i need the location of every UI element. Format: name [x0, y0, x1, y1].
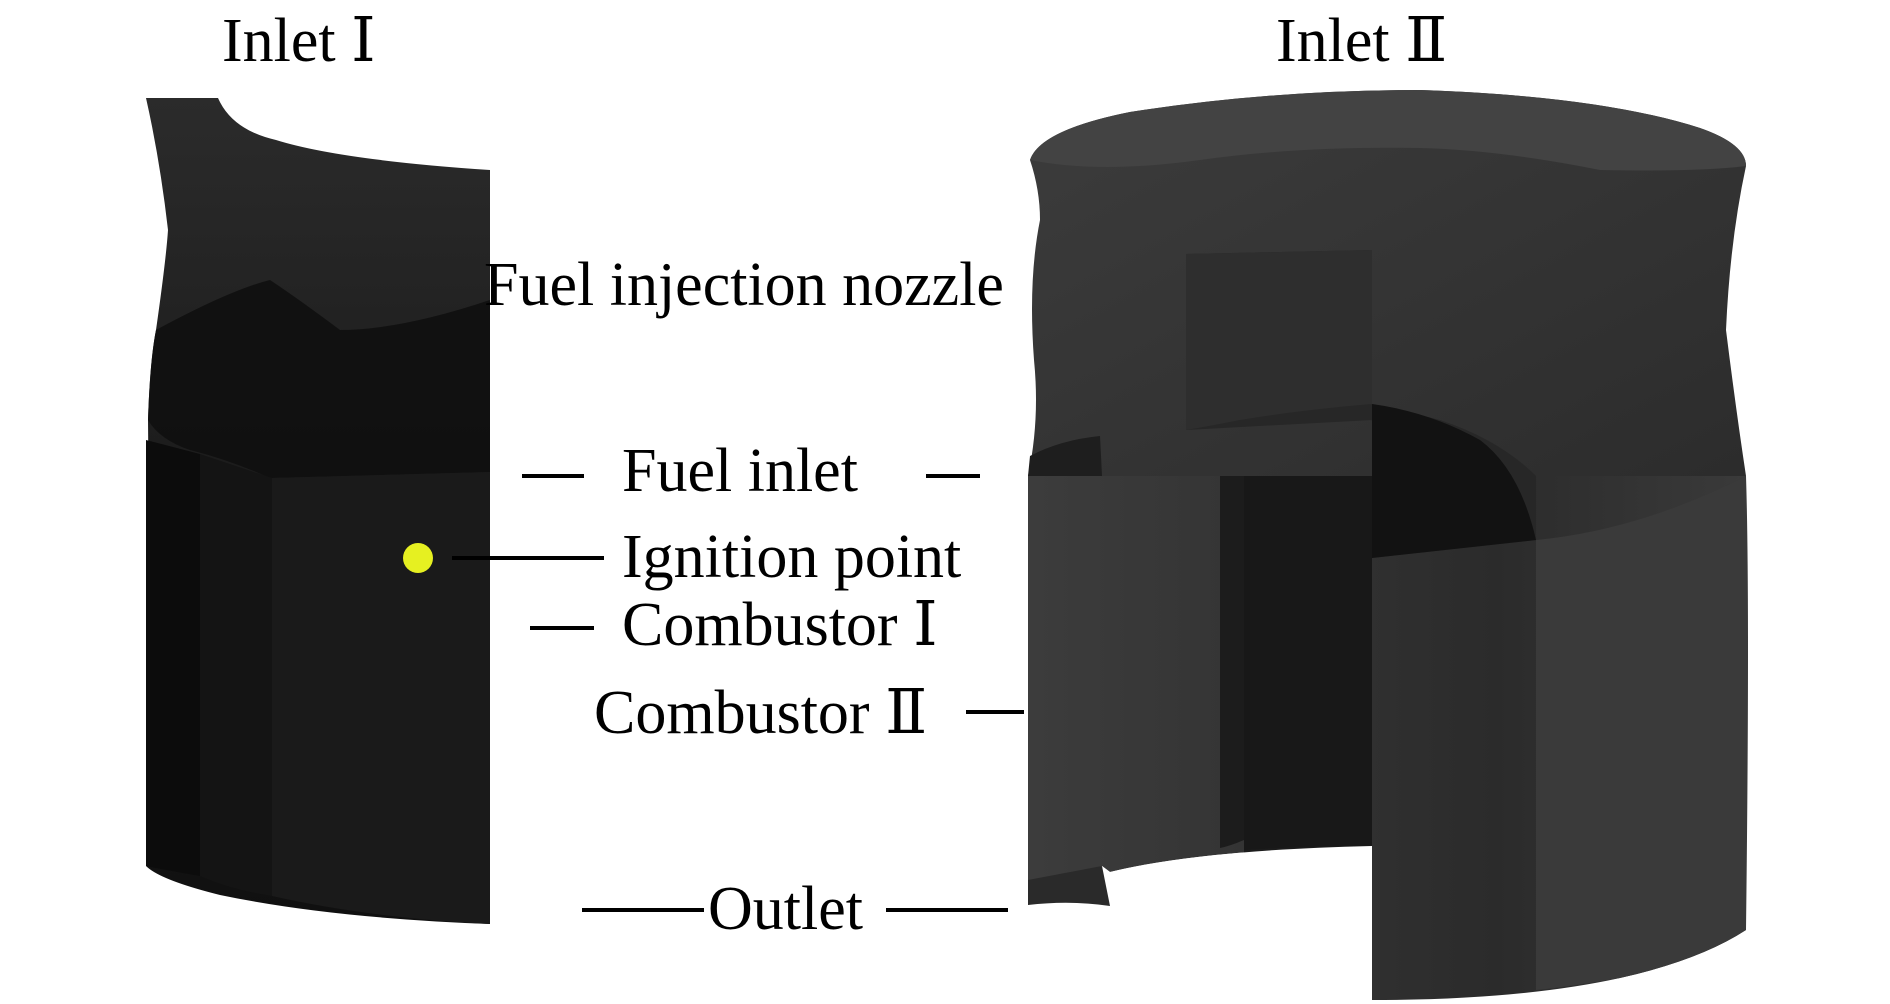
- outlet-label: Outlet: [708, 875, 863, 943]
- combustor-1-label: Combustor Ⅰ: [622, 591, 938, 659]
- ignition-point-marker: [403, 543, 433, 573]
- left-right-panel: [272, 472, 490, 924]
- inner-cut-shadow: [1372, 404, 1536, 558]
- inner-cut-face: [1186, 250, 1372, 430]
- outlet-lip: [1028, 866, 1110, 906]
- left-lower-panel: [200, 454, 272, 896]
- fuel-inlet-wedge: [1028, 436, 1102, 476]
- right-combustor-cylinder: [1028, 90, 1748, 1004]
- inlet-2-title: Inlet Ⅱ: [1276, 7, 1448, 75]
- fuel-inlet-label: Fuel inlet: [622, 437, 858, 505]
- right-side: [1536, 476, 1746, 990]
- combustor-2-label: Combustor Ⅱ: [594, 679, 928, 747]
- leader-lines: [452, 474, 1024, 912]
- fuel-injection-nozzle-label: Fuel injection nozzle: [484, 251, 1004, 319]
- left-combustor-section: [146, 98, 490, 924]
- ignition-point-label: Ignition point: [622, 523, 962, 591]
- left-lower-band: [146, 440, 200, 876]
- top-rim: [1030, 90, 1746, 171]
- right-inner-dark: [1244, 440, 1372, 850]
- outlet-cutout: [1030, 846, 1372, 1004]
- inlet-1-title: Inlet Ⅰ: [222, 7, 376, 75]
- left-upper-shade: [148, 280, 490, 478]
